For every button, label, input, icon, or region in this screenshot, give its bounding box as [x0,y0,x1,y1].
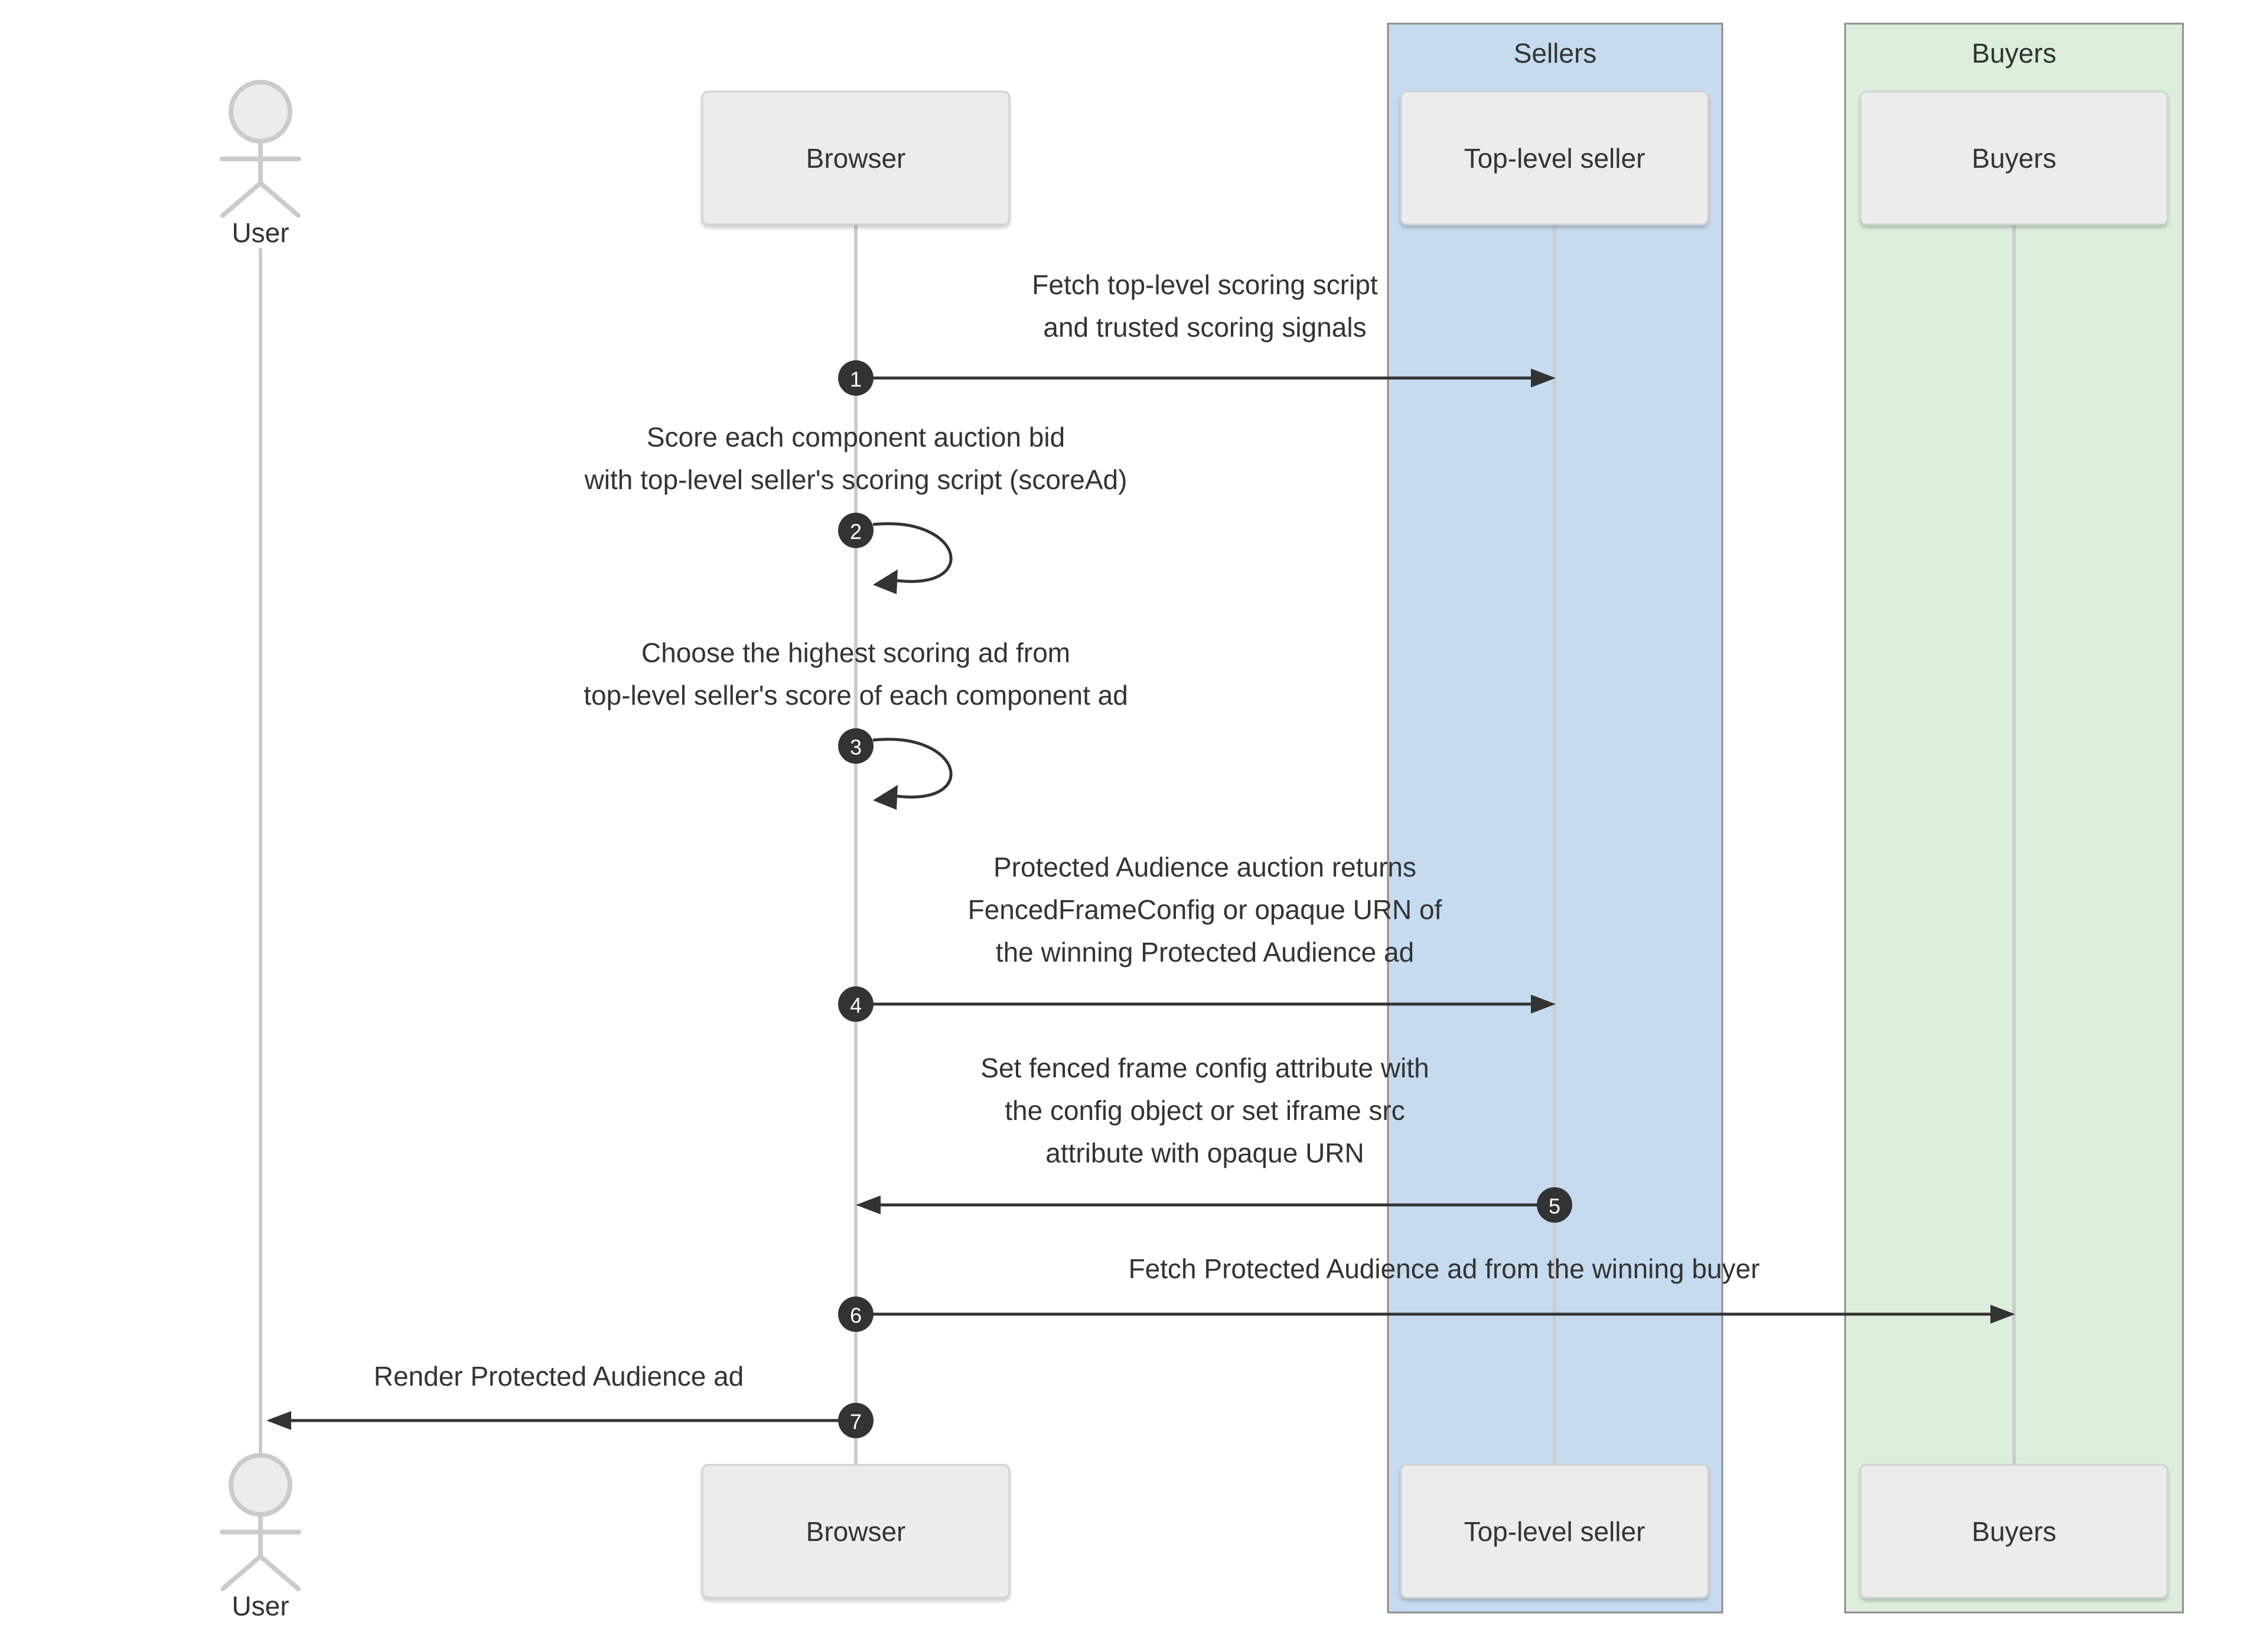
user-actor-bottom: User [220,1453,301,1621]
user-label-top: User [232,217,289,248]
message-5: Set fenced frame config attribute with t… [856,1053,1572,1223]
message-4-number: 4 [850,993,862,1018]
buyers-actor-bottom: Buyers [1859,1464,2169,1599]
message-5-number: 5 [1549,1194,1560,1219]
message-1-label-line-1: Fetch top-level scoring script [1032,269,1378,300]
message-1: Fetch top-level scoring script and trust… [838,269,1556,396]
user-head-icon [229,1453,292,1517]
message-3-label-line-2: top-level seller's score of each compone… [584,680,1128,711]
browser-box-top [701,90,1011,226]
message-1-arrowhead-icon [1531,369,1556,387]
message-6-number: 6 [850,1304,862,1328]
message-2-number: 2 [850,520,862,544]
browser-label-top: Browser [806,143,906,174]
message-2-arrowhead-icon [873,569,898,594]
buyers-box-bottom [1859,1464,2169,1599]
seller-actor-top: Top-level seller [1400,90,1709,226]
message-7-arrowhead-icon [266,1411,291,1430]
message-3-arrowhead-icon [873,785,898,810]
message-4: Protected Audience auction returns Fence… [838,852,1556,1022]
message-2-self-loop-arrow [872,522,953,583]
buyers-label-bottom: Buyers [1972,1516,2056,1547]
message-7-number: 7 [850,1410,862,1434]
message-3-self-loop-arrow [872,738,953,799]
user-right-leg-line [258,181,301,218]
seller-label-bottom: Top-level seller [1464,1516,1645,1547]
message-6: Fetch Protected Audience ad from the win… [838,1253,2015,1332]
user-left-leg-line [220,181,263,218]
message-5-arrowhead-icon [856,1195,881,1214]
message-3-number: 3 [850,735,862,760]
message-4-label-line-3: the winning Protected Audience ad [996,937,1414,967]
browser-label-bottom: Browser [806,1516,906,1547]
user-actor-top: User [220,80,301,248]
user-label-bottom: User [232,1591,289,1621]
message-4-number-badge [838,986,874,1022]
seller-label-top: Top-level seller [1464,143,1645,174]
seller-box-top [1400,90,1709,226]
buyers-box-top [1859,90,2169,226]
user-right-leg-line [258,1554,301,1591]
buyers-group-label: Buyers [1972,38,2056,69]
message-3: Choose the highest scoring ad from top-l… [584,637,1128,810]
message-4-label-line-2: FencedFrameConfig or opaque URN of [968,894,1442,925]
message-7-number-badge [838,1403,874,1438]
browser-actor-bottom: Browser [701,1464,1011,1599]
message-5-label-line-3: attribute with opaque URN [1045,1138,1364,1168]
browser-actor-top: Browser [701,90,1011,226]
user-head-icon [229,80,292,144]
message-6-arrowhead-icon [1990,1305,2015,1324]
message-6-label-line-1: Fetch Protected Audience ad from the win… [1129,1253,1760,1284]
message-2-number-badge [838,513,874,548]
message-7: Render Protected Audience ad 7 [266,1361,874,1438]
message-5-label-line-2: the config object or set iframe src [1005,1095,1405,1126]
message-2-label-line-2: with top-level seller's scoring script (… [584,464,1128,495]
message-2-label-line-1: Score each component auction bid [647,422,1065,452]
sellers-group-label: Sellers [1514,38,1597,69]
message-5-number-badge [1537,1187,1572,1223]
message-1-number-badge [838,360,874,396]
message-1-label-line-2: and trusted scoring signals [1043,312,1366,343]
message-4-arrowhead-icon [1531,995,1556,1014]
message-5-label-line-1: Set fenced frame config attribute with [980,1053,1429,1083]
message-6-number-badge [838,1296,874,1332]
browser-box-bottom [701,1464,1011,1599]
message-3-number-badge [838,728,874,764]
message-3-label-line-1: Choose the highest scoring ad from [641,637,1070,668]
message-7-label-line-1: Render Protected Audience ad [374,1361,744,1392]
message-1-number: 1 [850,367,862,392]
seller-actor-bottom: Top-level seller [1400,1464,1709,1599]
message-4-label-line-1: Protected Audience auction returns [993,852,1416,882]
seller-box-bottom [1400,1464,1709,1599]
user-left-leg-line [220,1554,263,1591]
buyers-label-top: Buyers [1972,143,2056,174]
buyers-actor-top: Buyers [1859,90,2169,226]
message-2: Score each component auction bid with to… [584,422,1128,594]
